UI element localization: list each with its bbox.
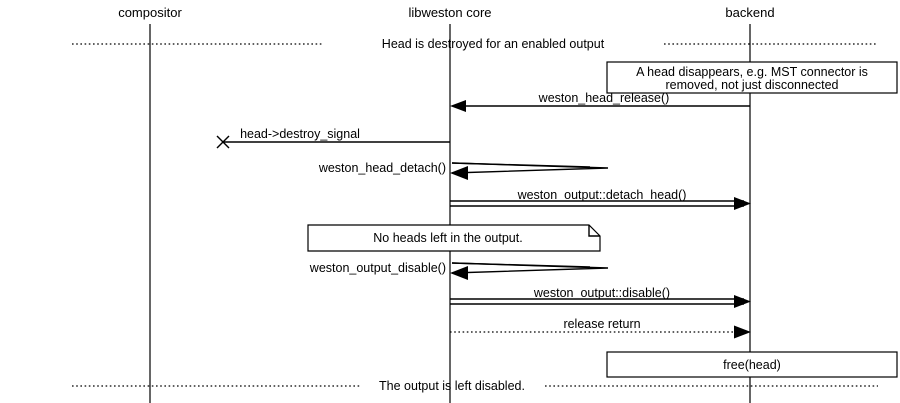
message-weston-head-detach-arrowhead (450, 166, 468, 180)
message-weston-head-detach[interactable]: weston_head_detach() (318, 161, 609, 180)
message-weston-head-release[interactable]: weston_head_release() (450, 91, 750, 112)
lifeline-label-libweston-core: libweston core (408, 5, 491, 20)
message-weston-head-detach-loop (451, 162, 609, 174)
message-weston-head-release-label: weston_head_release() (538, 91, 670, 105)
lifeline-label-backend: backend (725, 5, 774, 20)
message-weston-head-detach-label: weston_head_detach() (318, 161, 446, 175)
note-mst-connector-box (606, 61, 898, 94)
message-head-destroy-signal-label: head->destroy_signal (240, 127, 360, 141)
message-weston-output-disable-label: weston_output_disable() (309, 261, 446, 275)
message-weston-head-release-arrowhead (450, 100, 466, 112)
note-free-head-label: free(head) (723, 358, 781, 372)
message-release-return-arrowhead (734, 325, 751, 339)
separator-bottom: The output is left disabled. (72, 379, 878, 393)
message-weston-head-detach-loop-inner (451, 162, 591, 168)
lifeline-libweston-core[interactable]: libweston core (408, 5, 492, 403)
message-head-destroy-signal[interactable]: head->destroy_signal (216, 127, 450, 149)
message-weston-output-disable-callback-arrowhead (734, 295, 751, 308)
separator-top-label: Head is destroyed for an enabled output (382, 37, 605, 51)
message-weston-output-disable-callback[interactable]: weston_output::disable() (450, 286, 751, 308)
note-mst-connector: A head disappears, e.g. MST connector is… (606, 61, 898, 94)
message-weston-output-disable-callback-label: weston_output::disable() (533, 286, 670, 300)
note-free-head-box (606, 351, 898, 378)
message-weston-output-detach-head[interactable]: weston_output::detach_head() (450, 188, 751, 210)
message-weston-output-disable-loop (451, 262, 609, 274)
note-no-heads-left: No heads left in the output. (307, 224, 601, 252)
separator-bottom-label: The output is left disabled. (379, 379, 525, 393)
note-no-heads-left-box (307, 224, 601, 252)
note-mst-connector-line-2: removed, not just disconnected (665, 78, 838, 92)
lifeline-label-compositor: compositor (118, 5, 182, 20)
separator-top: Head is destroyed for an enabled output (72, 37, 878, 51)
message-weston-output-detach-head-arrowhead (734, 197, 751, 210)
message-release-return[interactable]: release return (450, 317, 751, 339)
message-release-return-label: release return (563, 317, 640, 331)
note-no-heads-left-fold (588, 225, 600, 237)
note-free-head: free(head) (606, 351, 898, 378)
note-no-heads-left-label: No heads left in the output. (373, 231, 522, 245)
message-weston-output-disable-loop-inner (451, 262, 591, 268)
note-mst-connector-line-1: A head disappears, e.g. MST connector is (636, 65, 868, 79)
message-weston-output-detach-head-label: weston_output::detach_head() (517, 188, 687, 202)
lifeline-compositor[interactable]: compositor (118, 5, 182, 403)
message-head-destroy-signal-cross-b (216, 135, 230, 149)
message-weston-output-disable[interactable]: weston_output_disable() (309, 261, 609, 280)
message-weston-output-disable-arrowhead (450, 266, 468, 280)
